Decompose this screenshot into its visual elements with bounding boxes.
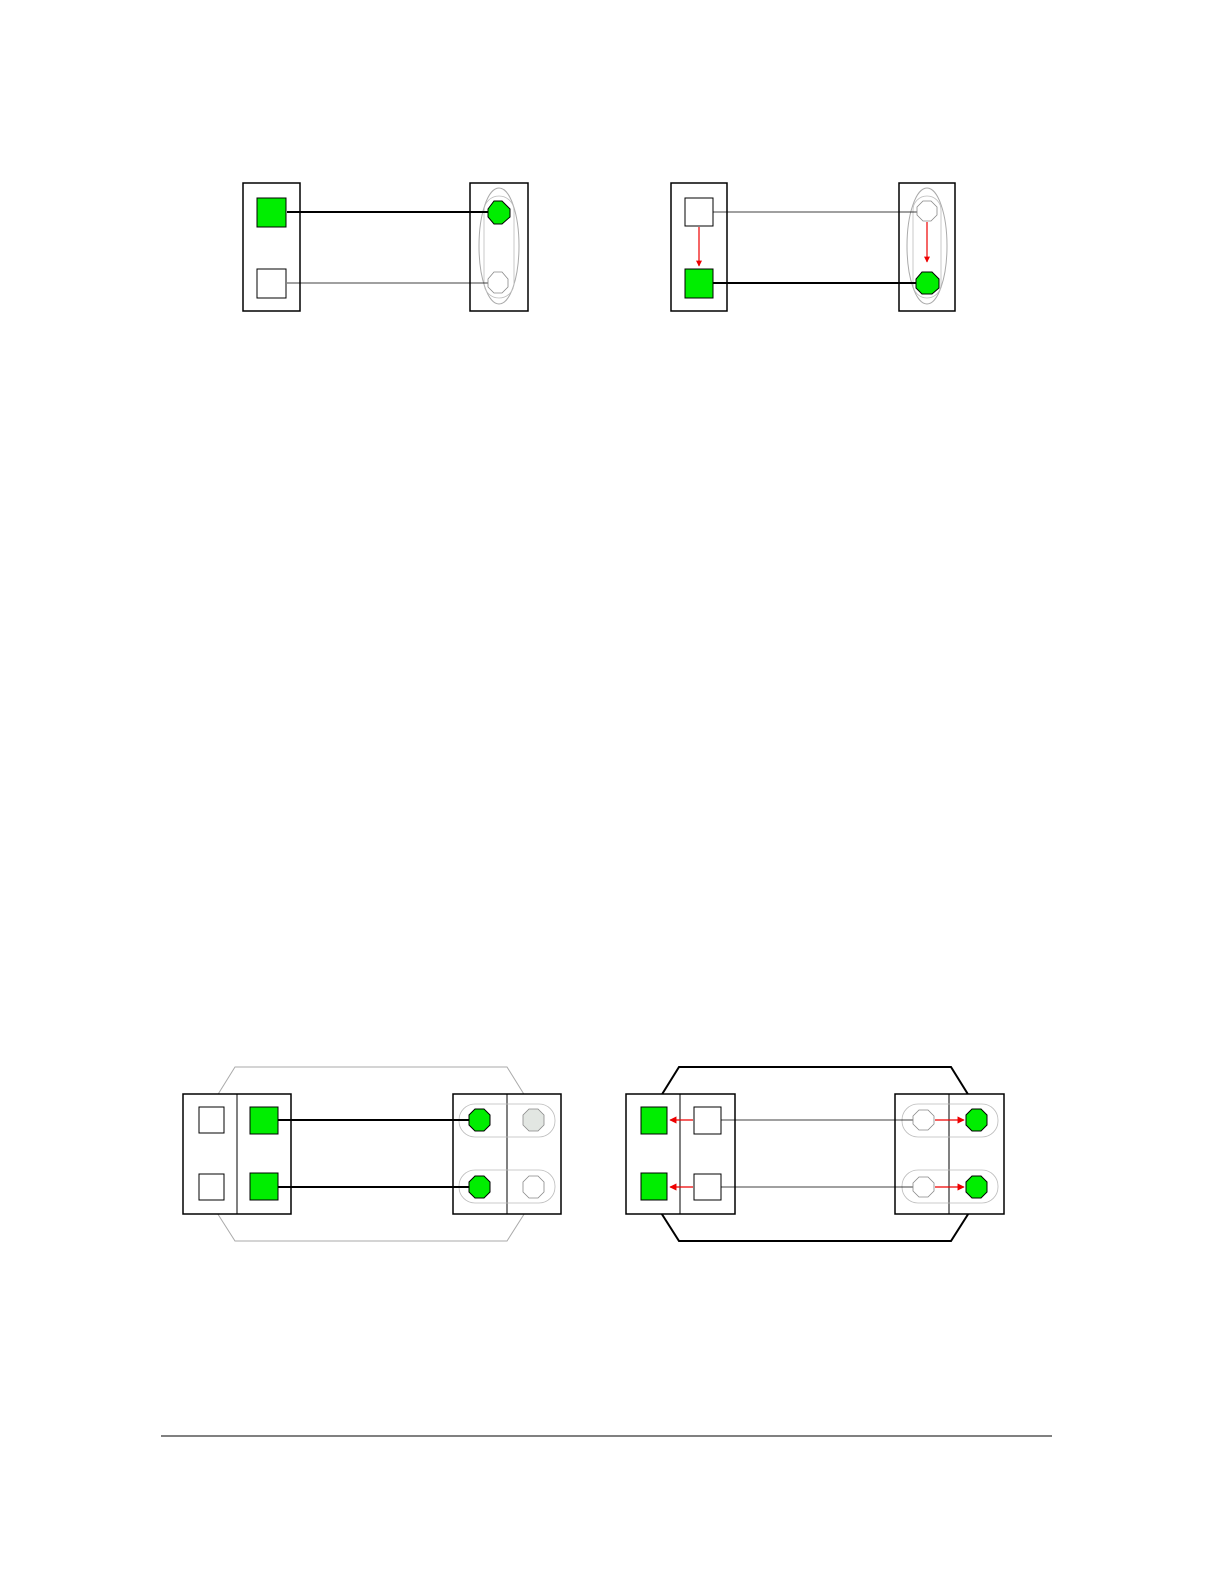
- port-square-active: [685, 269, 713, 298]
- port-square-inactive: [199, 1174, 224, 1200]
- node-octagon-dim: [523, 1109, 544, 1131]
- node-octagon-inactive: [913, 1177, 934, 1197]
- node-octagon-active: [966, 1109, 987, 1131]
- node-octagon-inactive: [913, 1110, 934, 1130]
- diagram-bottom-right: [626, 1067, 1004, 1241]
- diagram-bottom-left: [183, 1067, 561, 1241]
- node-octagon-inactive: [523, 1176, 544, 1198]
- node-octagon-active: [916, 272, 939, 294]
- node-octagon-active: [469, 1176, 490, 1198]
- port-square-active: [641, 1173, 667, 1200]
- diagram-top-left: [243, 183, 528, 311]
- diagram-top-right: [671, 183, 955, 311]
- port-square-active: [250, 1173, 278, 1200]
- node-octagon-active: [488, 201, 510, 224]
- port-square-inactive: [694, 1107, 721, 1134]
- port-square-inactive: [199, 1107, 224, 1133]
- port-square-active: [257, 198, 286, 227]
- node-octagon-inactive: [917, 201, 937, 221]
- port-square-inactive: [694, 1174, 721, 1200]
- node-octagon-active: [469, 1109, 490, 1131]
- port-square-active: [641, 1107, 667, 1134]
- port-square-active: [250, 1107, 278, 1134]
- node-octagon-inactive: [488, 272, 508, 293]
- port-square-inactive: [257, 269, 286, 298]
- port-square-inactive: [685, 198, 713, 226]
- node-octagon-active: [966, 1176, 987, 1198]
